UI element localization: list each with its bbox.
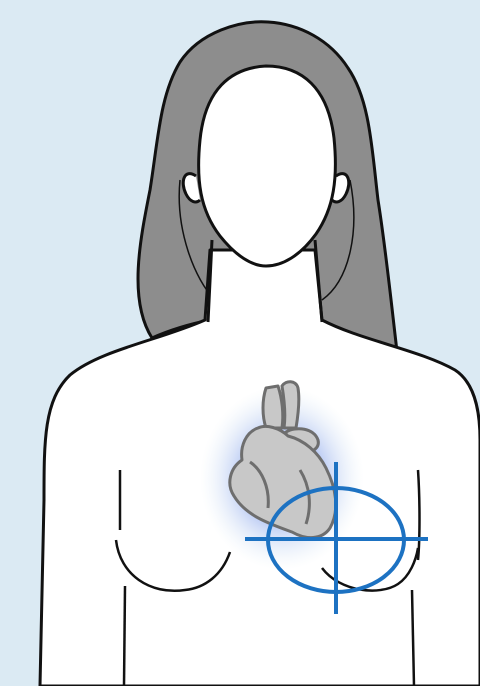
face	[199, 66, 336, 266]
left-arm-lower	[124, 586, 125, 686]
